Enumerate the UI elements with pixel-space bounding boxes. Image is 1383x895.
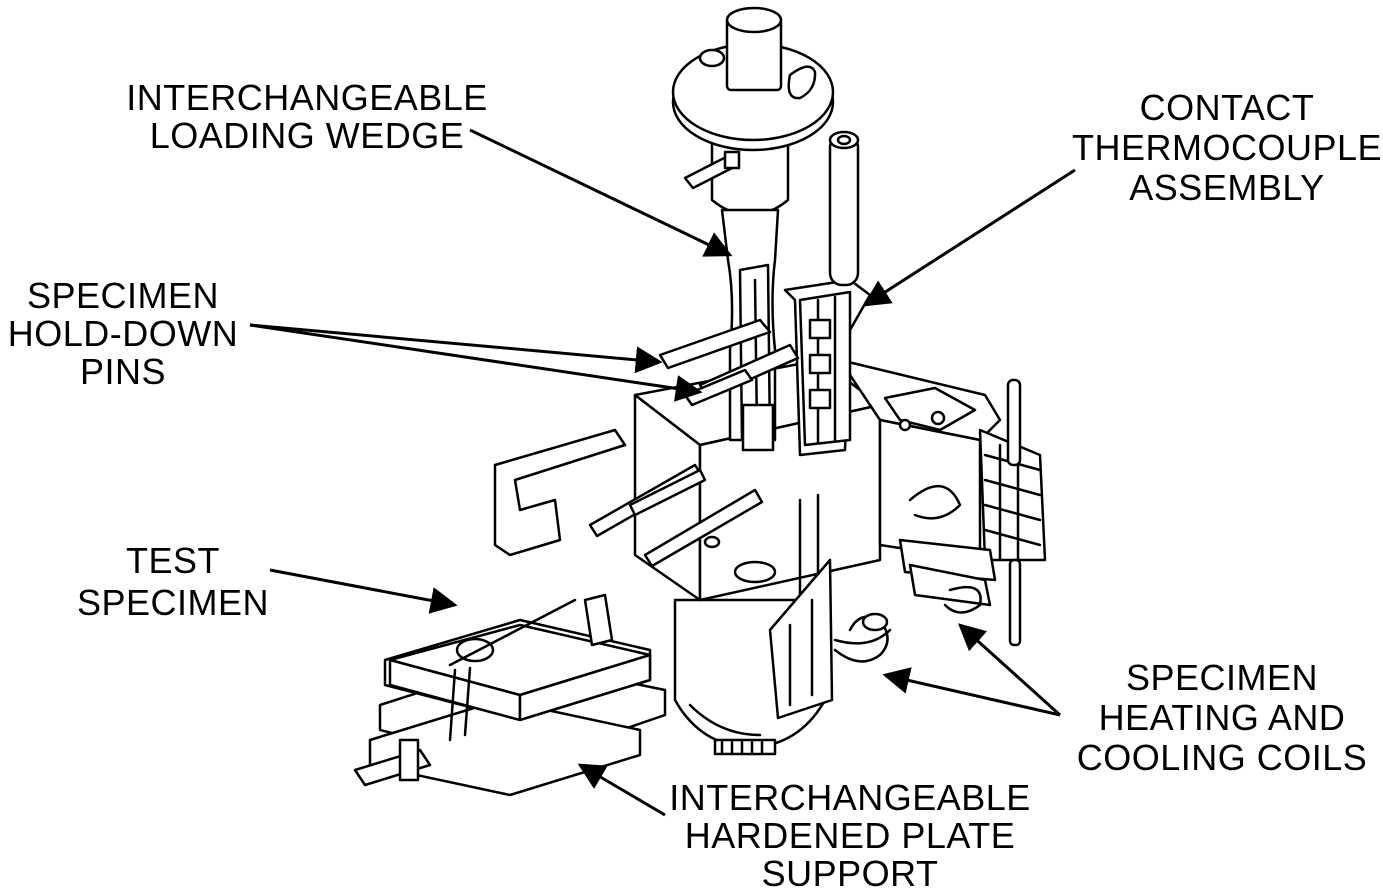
arrow-test-specimen (269, 568, 458, 614)
left-bracket (493, 428, 627, 557)
svg-text:HOLD-DOWN: HOLD-DOWN (8, 313, 238, 354)
label-heating-coils: SPECIMEN HEATING AND COOLING COILS (1077, 657, 1368, 778)
svg-text:SUPPORT: SUPPORT (762, 853, 939, 894)
svg-text:SPECIMEN: SPECIMEN (77, 582, 269, 623)
svg-text:LOADING WEDGE: LOADING WEDGE (150, 115, 465, 156)
svg-text:INTERCHANGEABLE: INTERCHANGEABLE (669, 777, 1031, 818)
hold-down-pins (588, 318, 800, 568)
apparatus-illustration (353, 6, 1047, 797)
arrow-hold-down-pin-1 (249, 323, 663, 374)
svg-text:INTERCHANGEABLE: INTERCHANGEABLE (126, 77, 488, 118)
svg-text:SPECIMEN: SPECIMEN (27, 275, 219, 316)
specimen-and-plate-stack (353, 593, 667, 797)
label-hold-down-pins: SPECIMEN HOLD-DOWN PINS (8, 275, 238, 392)
bottom-coil (833, 612, 892, 663)
svg-text:COOLING COILS: COOLING COILS (1077, 737, 1368, 778)
arrow-hold-down-pin-2 (249, 323, 703, 402)
right-frame (838, 358, 1047, 647)
svg-text:CONTACT: CONTACT (1140, 87, 1315, 128)
svg-text:TEST: TEST (126, 540, 220, 581)
wedge-flange (671, 6, 835, 152)
svg-text:HARDENED PLATE: HARDENED PLATE (685, 815, 1015, 856)
arrow-heating-coil-2 (882, 667, 1061, 717)
arrow-thermocouple (862, 168, 1076, 307)
svg-text:HEATING AND: HEATING AND (1099, 697, 1346, 738)
label-thermocouple: CONTACT THERMOCOUPLE ASSEMBLY (1072, 87, 1382, 208)
arrow-heating-coil-1 (957, 623, 1062, 717)
svg-text:ASSEMBLY: ASSEMBLY (1129, 167, 1324, 208)
arrow-loading-wedge (469, 128, 733, 257)
arrow-plate-support (577, 763, 666, 817)
thermocouple-assembly (783, 130, 872, 457)
svg-text:THERMOCOUPLE: THERMOCOUPLE (1072, 127, 1382, 168)
svg-text:SPECIMEN: SPECIMEN (1126, 657, 1318, 698)
label-loading-wedge: INTERCHANGEABLE LOADING WEDGE (126, 77, 488, 156)
label-plate-support: INTERCHANGEABLE HARDENED PLATE SUPPORT (669, 777, 1031, 894)
leader-arrows (249, 128, 1076, 817)
wedge-side-pin (683, 150, 741, 190)
label-test-specimen: TEST SPECIMEN (77, 540, 269, 623)
svg-text:PINS: PINS (80, 351, 166, 392)
front-post (768, 558, 834, 720)
